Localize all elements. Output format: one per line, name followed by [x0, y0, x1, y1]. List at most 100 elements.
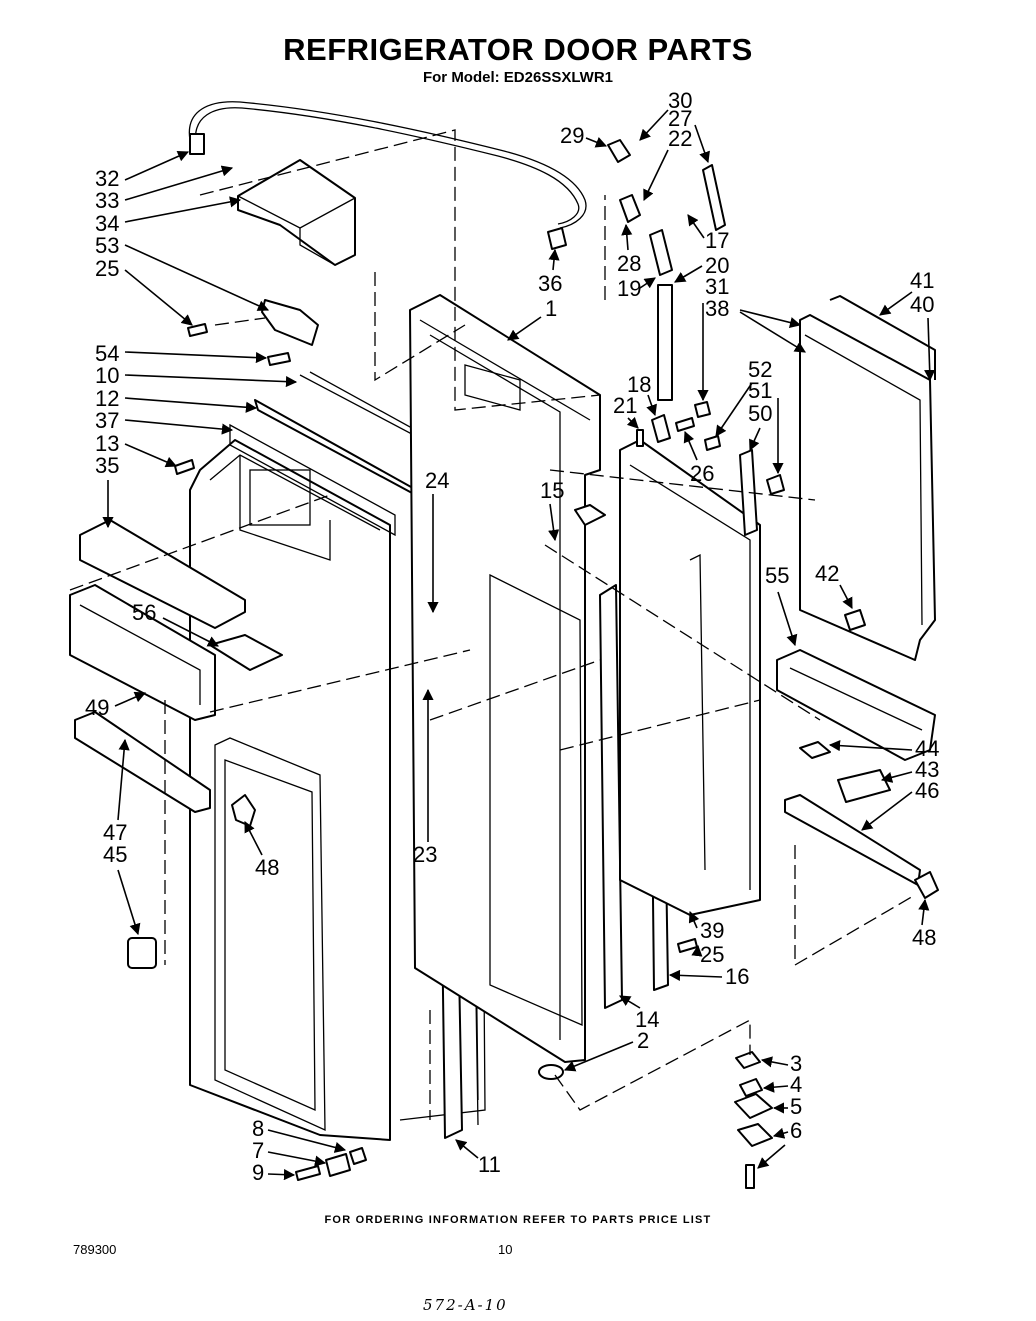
callout-55: 55	[765, 563, 789, 588]
bolt-bottom	[745, 1164, 755, 1189]
callout-48a: 48	[255, 855, 279, 880]
callout-33: 33	[95, 188, 119, 213]
callout-12: 12	[95, 386, 119, 411]
cap-8	[349, 1147, 367, 1165]
callout-38: 38	[705, 296, 729, 321]
drip-tray-56	[209, 634, 283, 671]
hinge-50	[739, 449, 758, 536]
control-box	[237, 159, 356, 266]
clip-42	[844, 609, 866, 631]
assembly-lines	[69, 129, 916, 1120]
cap-31	[694, 401, 711, 418]
strip-14	[599, 584, 623, 1009]
callout-18: 18	[627, 372, 651, 397]
callout-9: 9	[252, 1160, 264, 1185]
handle-43	[837, 769, 891, 803]
callout-11: 11	[478, 1152, 501, 1177]
cap-7	[325, 1153, 351, 1177]
callout-15: 15	[540, 478, 564, 503]
pin-21	[636, 429, 644, 447]
callout-25b: 25	[700, 942, 724, 967]
screw-26	[675, 417, 695, 432]
wire-harness	[188, 101, 587, 229]
handwritten-note: 572-A-10	[423, 1296, 508, 1314]
callout-37: 37	[95, 408, 119, 433]
callout-31: 31	[705, 274, 729, 299]
fresh-food-door-panel	[619, 439, 761, 916]
screw-9	[295, 1165, 321, 1181]
liner-opening	[489, 573, 583, 1026]
door-gasket-38	[799, 314, 936, 661]
hinge-bushing-2	[538, 1064, 564, 1080]
switch-48-right	[914, 871, 939, 899]
ordering-info-note: FOR ORDERING INFORMATION REFER TO PARTS …	[324, 1214, 712, 1226]
washer-4	[739, 1078, 763, 1097]
shim-3	[735, 1051, 761, 1069]
door-frame-1	[409, 294, 601, 1063]
clip-36	[547, 227, 567, 250]
callout-36: 36	[538, 271, 562, 296]
callout-3: 3	[790, 1051, 802, 1076]
callout-26: 26	[690, 461, 714, 486]
callout-53: 53	[95, 233, 119, 258]
screw-52	[704, 435, 721, 451]
trim-strip-47	[74, 711, 211, 813]
hinge-5	[734, 1093, 773, 1119]
callout-4: 4	[790, 1072, 802, 1097]
callout-49: 49	[85, 695, 109, 720]
callout-13: 13	[95, 431, 119, 456]
tube-20	[657, 284, 673, 401]
callout-42: 42	[815, 561, 839, 586]
callout-29: 29	[560, 123, 584, 148]
page-number: 10	[498, 1242, 513, 1257]
callout-21: 21	[613, 393, 637, 418]
callout-56: 56	[132, 600, 156, 625]
callout-20: 20	[705, 253, 729, 278]
freezer-door-panel	[189, 439, 391, 1141]
screw-25-left	[187, 323, 208, 337]
callout-47: 47	[103, 820, 127, 845]
callout-46: 46	[915, 778, 939, 803]
callout-44: 44	[915, 736, 939, 761]
spacer-18	[651, 414, 671, 443]
callout-17: 17	[705, 228, 729, 253]
callout-39: 39	[700, 918, 724, 943]
callout-28: 28	[617, 251, 641, 276]
hinge-arm-19	[649, 229, 673, 276]
cam-44	[799, 741, 831, 759]
callout-2: 2	[637, 1028, 649, 1053]
callout-32: 32	[95, 166, 119, 191]
hinge-cover-29	[607, 139, 631, 163]
callout-30: 30	[668, 88, 692, 113]
clip-51	[766, 474, 785, 495]
callout-54: 54	[95, 341, 119, 366]
callout-34: 34	[95, 211, 119, 236]
callout-48b: 48	[912, 925, 936, 950]
callout-35: 35	[95, 453, 119, 478]
button-45	[127, 937, 157, 969]
callout-51: 51	[748, 378, 772, 403]
callout-10: 10	[95, 363, 119, 388]
callout-27: 27	[668, 106, 692, 131]
page-title: REFRIGERATOR DOOR PARTS	[283, 32, 753, 67]
callout-43: 43	[915, 757, 939, 782]
bracket-53	[261, 299, 319, 346]
callout-1: 1	[545, 296, 557, 321]
callout-23: 23	[413, 842, 437, 867]
callout-19: 19	[617, 276, 641, 301]
callout-8: 8	[252, 1116, 264, 1141]
callouts: 32 33 34 53 25 54 10 12 37 13 35 56 49 4…	[85, 88, 939, 1185]
trim-46	[784, 794, 921, 886]
callout-25a: 25	[95, 256, 119, 281]
callout-22: 22	[668, 126, 692, 151]
strip-27	[702, 164, 726, 231]
callout-40: 40	[910, 292, 934, 317]
hinge-28	[619, 194, 641, 223]
callout-52: 52	[748, 357, 772, 382]
hinge-6	[737, 1123, 773, 1147]
callout-14: 14	[635, 1007, 659, 1032]
switch-48-left	[231, 794, 256, 827]
callout-45: 45	[103, 842, 127, 867]
callout-5: 5	[790, 1094, 802, 1119]
door-gasket-40	[829, 295, 936, 380]
